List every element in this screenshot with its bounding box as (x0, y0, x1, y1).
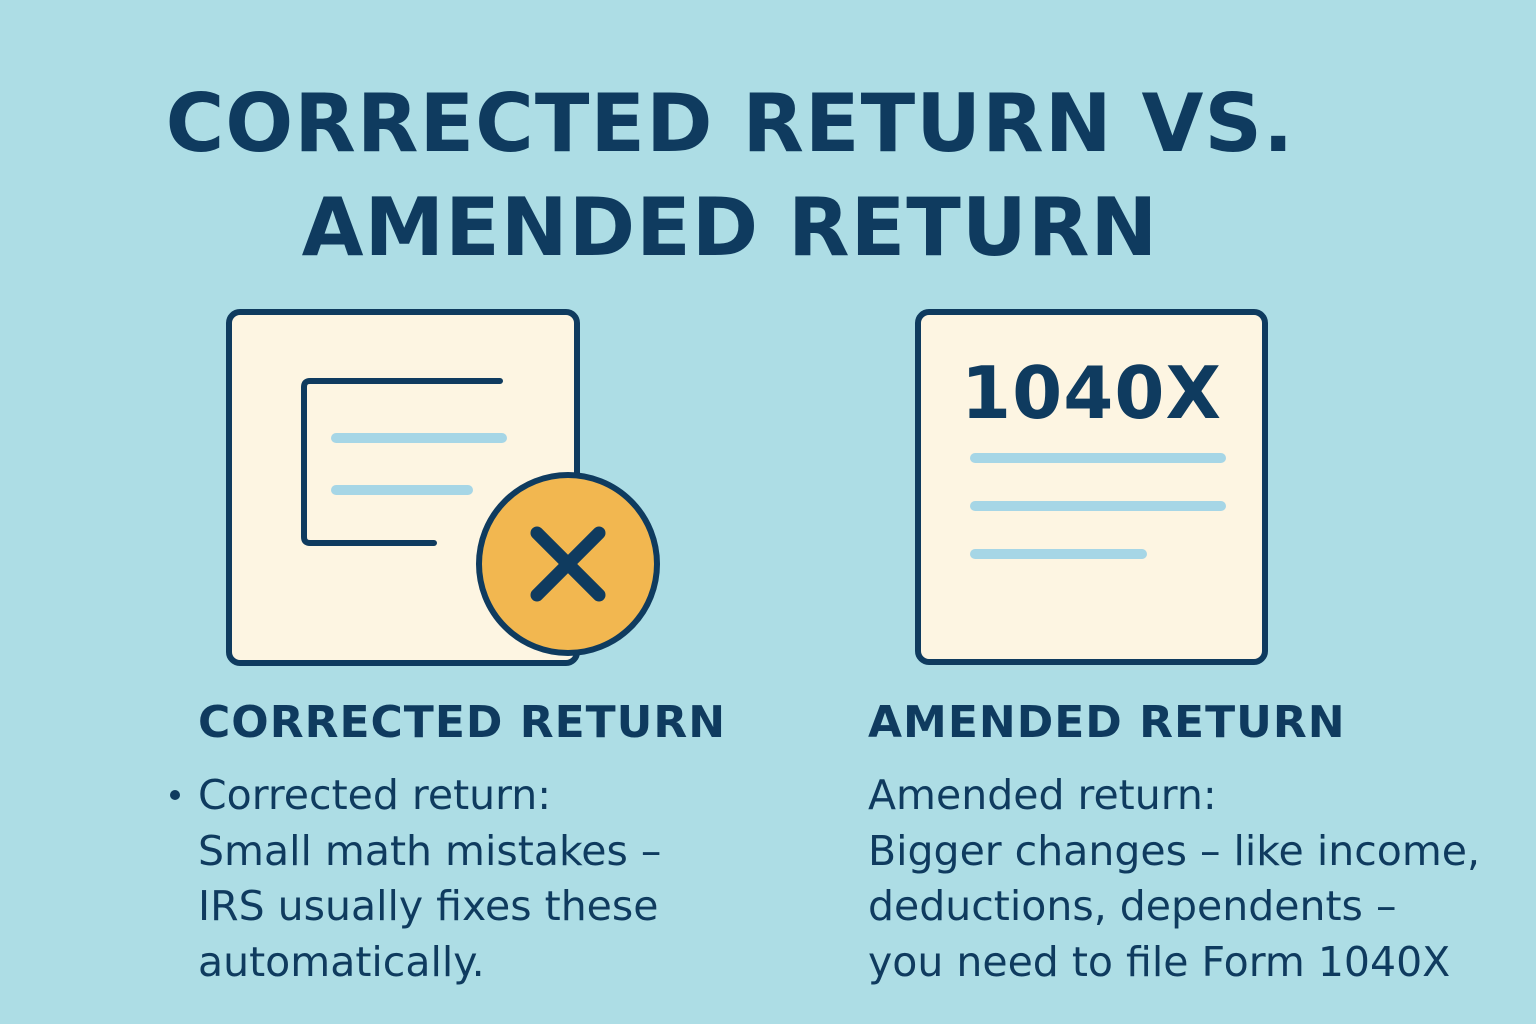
amended-return-description: Amended return: Bigger changes – like in… (868, 768, 1480, 990)
description-line: automatically. (198, 937, 485, 986)
description-line: Corrected return: (198, 771, 552, 819)
title-line-2: AMENDED RETURN (301, 181, 1159, 274)
amended-return-heading: AMENDED RETURN (868, 697, 1346, 748)
description-line: you need to file Form 1040X (868, 937, 1451, 986)
page-title: CORRECTED RETURN VS. AMENDED RETURN (0, 72, 1460, 280)
corrected-return-heading: CORRECTED RETURN (198, 697, 727, 748)
bullet-icon (170, 790, 180, 800)
description-line: Bigger changes – like income, (868, 826, 1481, 875)
form-1040x-document-icon: 1040X (915, 309, 1268, 665)
form-lines-icon (970, 453, 1226, 559)
title-line-1: CORRECTED RETURN VS. (165, 77, 1295, 170)
document-content-icon (301, 378, 507, 546)
description-line: Amended return: (868, 771, 1217, 819)
corrected-return-description: Corrected return: Small math mistakes – … (198, 768, 661, 990)
description-line: IRS usually fixes these (198, 882, 659, 930)
x-badge-icon (476, 472, 660, 656)
description-line: deductions, dependents – (868, 882, 1397, 930)
form-number: 1040X (961, 351, 1222, 435)
description-line: Small math mistakes – (198, 826, 662, 875)
